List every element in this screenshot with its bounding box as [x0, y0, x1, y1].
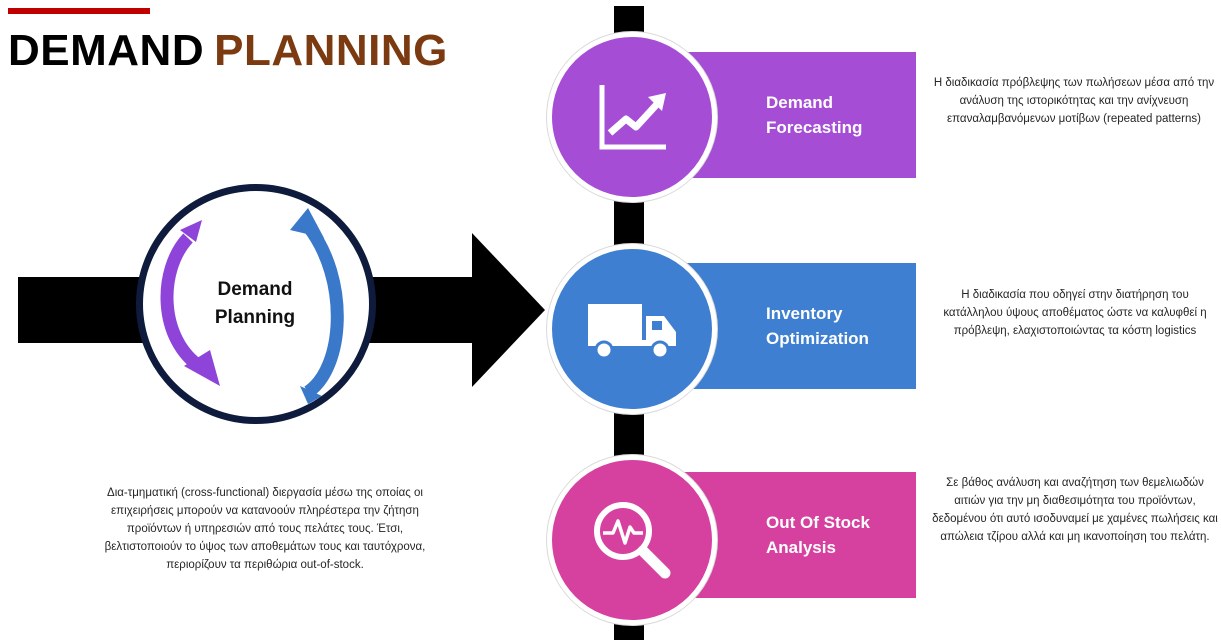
connector-1-2: [614, 192, 644, 252]
step-label-line2: Optimization: [766, 329, 869, 348]
step-label-line1: Out Of Stock: [766, 513, 870, 532]
truck-icon: [588, 304, 676, 360]
step-circle-inventory-optimization: [547, 244, 717, 414]
step-label-line1: Inventory: [766, 304, 843, 323]
cycle-arrows: [160, 208, 344, 404]
step-label-line1: Demand: [766, 93, 834, 112]
step-description-out-of-stock-analysis: Σε βάθος ανάλυση και αναζήτηση των θεμελ…: [932, 477, 1218, 543]
center-label-line1: Demand: [217, 279, 293, 300]
step-label-line2: Forecasting: [766, 118, 863, 137]
purple-cycle-arrow-icon: [160, 220, 220, 386]
title-accent-bar: [8, 8, 150, 14]
line-chart-icon: [599, 85, 666, 150]
step-circle-out-of-stock-analysis: [547, 455, 717, 625]
title-word-planning: PLANNING: [214, 26, 448, 75]
arrow-head: [472, 233, 545, 387]
center-label: Demand Planning: [190, 276, 320, 332]
magnifier-pulse-icon: [594, 502, 671, 579]
connector-top: [614, 6, 644, 36]
step-description-inventory-optimization: Η διαδικασία που οδηγεί στην διατήρηση τ…: [943, 289, 1207, 337]
step-label-out-of-stock-analysis: Out Of Stock Analysis: [766, 510, 870, 560]
step-description-demand-forecasting: Η διαδικασία πρόβλεψης των πωλήσεων μέσα…: [933, 77, 1215, 125]
step-circle-demand-forecasting: [547, 32, 717, 202]
step-label-inventory-optimization: Inventory Optimization: [766, 301, 869, 351]
step-label-demand-forecasting: Demand Forecasting: [766, 90, 862, 140]
center-label-line2: Planning: [214, 307, 296, 328]
step-label-line2: Analysis: [766, 538, 836, 557]
title-word-demand: DEMAND: [8, 26, 205, 75]
blue-cycle-arrow-icon: [290, 208, 344, 404]
center-description: Δια-τμηματική (cross-functional) διεργασ…: [104, 487, 426, 571]
